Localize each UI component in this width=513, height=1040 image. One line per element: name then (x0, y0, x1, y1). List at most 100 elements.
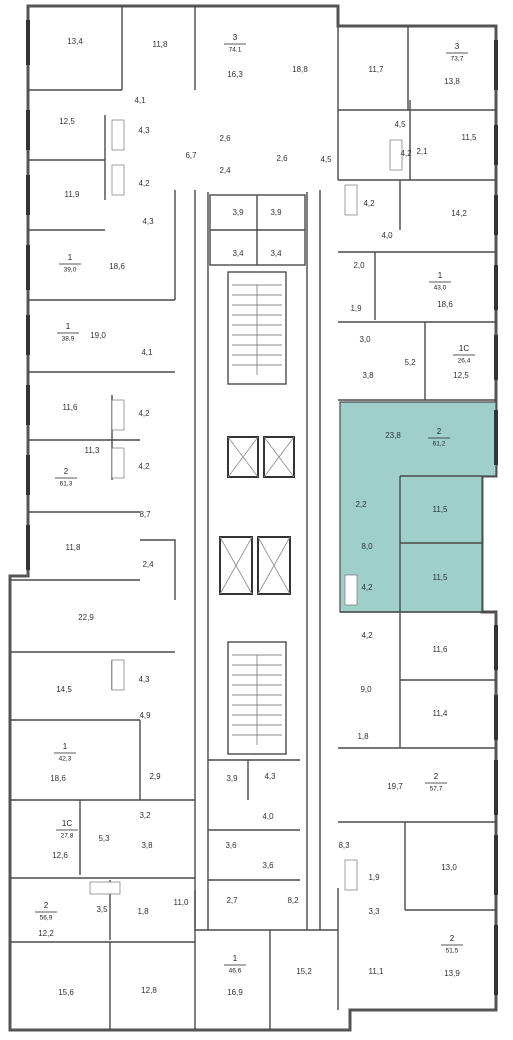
room-area-label: 11,1 (369, 967, 385, 976)
room-area-label: 12,2 (38, 929, 54, 938)
room-area-label: 3,9 (226, 774, 238, 783)
apartment-badge[interactable]: 257,7 (425, 772, 447, 793)
room-area-label: 3,6 (262, 861, 274, 870)
room-area-label: 2,2 (355, 500, 367, 509)
room-area-label: 4,3 (138, 126, 150, 135)
room-area-label: 2,7 (226, 896, 238, 905)
apartment-badge[interactable]: 374,1 (224, 33, 246, 54)
room-area-label: 18,6 (50, 774, 66, 783)
room-area-label: 18,6 (109, 262, 125, 271)
apartment-rooms-count: 1С (459, 344, 469, 353)
room-area-label: 11,6 (63, 403, 79, 412)
room-area-label: 4,2 (400, 149, 412, 158)
apartment-badge[interactable]: 142,3 (54, 742, 76, 763)
room-area-label: 11,4 (433, 709, 449, 718)
room-area-label: 14,2 (451, 209, 467, 218)
stair-top (232, 284, 282, 375)
apartment-rooms-count: 1 (438, 271, 443, 280)
apartment-total-area: 61,3 (60, 481, 73, 488)
room-area-label: 13,0 (441, 863, 457, 872)
room-area-label: 3,8 (362, 371, 374, 380)
apartment-badge[interactable]: 143,0 (429, 271, 451, 292)
window-marks (26, 20, 498, 995)
apartment-badge[interactable]: 251,5 (441, 934, 463, 955)
room-area-label: 2,6 (219, 134, 231, 143)
room-area-label: 4,2 (361, 583, 373, 592)
room-area-label: 11,6 (433, 645, 449, 654)
apartment-badge[interactable]: 261,2 (428, 427, 450, 448)
apartment-badge[interactable]: 261,3 (55, 467, 77, 488)
room-area-label: 11,3 (85, 446, 101, 455)
apartment-rooms-count: 2 (434, 772, 439, 781)
room-area-label: 23,8 (385, 431, 401, 440)
apartment-total-area: 51,5 (446, 948, 459, 955)
room-area-label: 22,9 (78, 613, 94, 622)
room-area-label: 4,2 (363, 199, 375, 208)
room-area-label: 8,3 (338, 841, 350, 850)
room-area-label: 12,5 (453, 371, 469, 380)
room-area-label: 1,9 (368, 873, 380, 882)
room-area-label: 3,5 (96, 905, 108, 914)
room-area-label: 11,8 (153, 40, 169, 49)
room-area-label: 4,5 (320, 155, 332, 164)
apartment-badge[interactable]: 1С 27,8 (56, 819, 78, 840)
left-walls (10, 6, 196, 1030)
room-area-label: 8,2 (287, 896, 299, 905)
bottom-walls (195, 759, 338, 1030)
apartment-badge[interactable]: 138,9 (57, 322, 79, 343)
room-area-label: 4,0 (262, 812, 274, 821)
room-area-label: 2,4 (219, 166, 231, 175)
apartment-total-area: 42,3 (59, 756, 72, 763)
room-area-label: 1,9 (350, 304, 362, 313)
room-area-label: 5,3 (98, 834, 110, 843)
apartment-total-area: 46,6 (229, 968, 242, 975)
room-area-label: 4,9 (139, 711, 151, 720)
room-area-label: 2,4 (142, 560, 154, 569)
room-area-label: 4,2 (361, 631, 373, 640)
room-area-label: 4,3 (138, 675, 150, 684)
apartment-total-area: 57,7 (430, 786, 443, 793)
room-area-label: 11,8 (66, 543, 82, 552)
apartment-badge[interactable]: 146,6 (224, 954, 246, 975)
apartment-badge[interactable]: 373,7 (446, 42, 468, 63)
room-area-label: 19,0 (90, 331, 106, 340)
room-area-label: 8,7 (139, 510, 151, 519)
room-area-label: 3,2 (139, 811, 151, 820)
corridor-walls (194, 190, 321, 930)
room-area-label: 11,5 (433, 505, 449, 514)
room-area-label: 4,0 (381, 231, 393, 240)
apartment-rooms-count: 2 (44, 901, 49, 910)
room-area-label: 11,0 (174, 898, 190, 907)
apartment-rooms-count: 1 (68, 253, 73, 262)
room-area-label: 12,6 (52, 851, 68, 860)
apartment-total-area: 61,2 (433, 441, 446, 448)
apartment-rooms-count: 1 (63, 742, 68, 751)
room-area-label: 4,3 (142, 217, 154, 226)
room-area-label: 4,5 (394, 120, 406, 129)
room-area-label: 3,9 (232, 208, 244, 217)
room-area-label: 2,6 (276, 154, 288, 163)
room-area-label: 4,2 (138, 179, 150, 188)
room-area-label: 19,7 (387, 782, 403, 791)
room-area-label: 3,4 (232, 249, 244, 258)
apartment-rooms-count: 3 (455, 42, 460, 51)
apartment-total-area: 27,8 (61, 833, 74, 840)
apartment-rooms-count: 2 (64, 467, 69, 476)
apartment-total-area: 74,1 (229, 47, 242, 54)
room-area-label: 4,2 (138, 462, 150, 471)
apartment-rooms-count: 1С (62, 819, 72, 828)
room-area-label: 13,8 (444, 77, 460, 86)
apartment-total-area: 73,7 (451, 56, 464, 63)
room-area-label: 4,1 (134, 96, 146, 105)
room-area-label: 3,4 (270, 249, 282, 258)
apartment-total-area: 39,0 (64, 267, 77, 274)
apartment-badge[interactable]: 139,0 (59, 253, 81, 274)
stair-bottom (232, 654, 282, 745)
apartment-badge[interactable]: 256,9 (35, 901, 57, 922)
room-area-label: 18,6 (437, 300, 453, 309)
room-area-label: 11,5 (433, 573, 449, 582)
room-area-label: 9,0 (360, 685, 372, 694)
apartment-rooms-count: 2 (450, 934, 455, 943)
